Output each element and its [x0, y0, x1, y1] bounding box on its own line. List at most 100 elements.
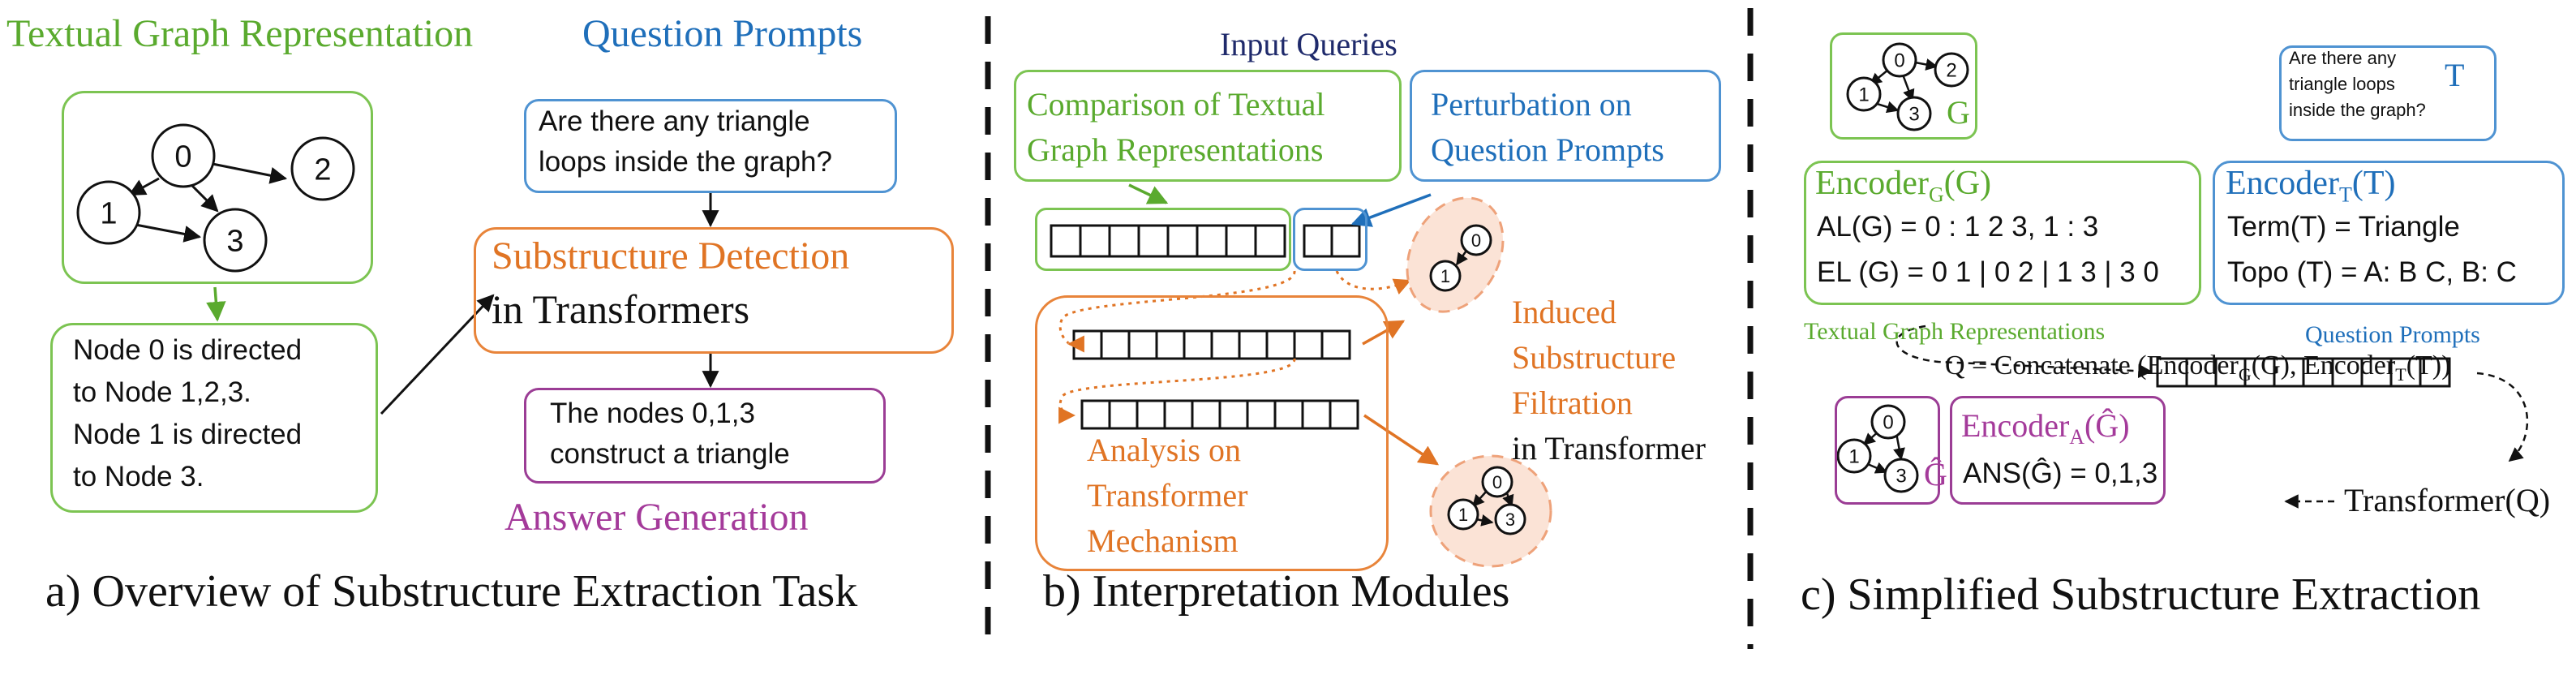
panel-c-graph-hat-nodes: 0 1 3	[1836, 404, 1919, 493]
node-description-line-3: Node 1 is directed	[73, 419, 303, 450]
induced-small-node-label-1: 1	[1440, 266, 1450, 286]
dashed-flow-to-transformer	[2476, 372, 2529, 462]
graph-hat-box	[1835, 396, 1940, 505]
node-description-line-4: to Node 3.	[73, 461, 204, 492]
answer-box	[524, 388, 886, 484]
answer-line-2: construct a triangle	[550, 438, 790, 470]
panel-a-graph-nodes: 0 1 2 3	[76, 123, 355, 273]
panel-c-ghat-node-label-1: 1	[1848, 446, 1859, 468]
analysis-line-2: Transformer	[1087, 477, 1248, 514]
panel-a-graph-node-0	[151, 123, 216, 188]
transformer-q-label: Transformer(Q)	[2344, 482, 2551, 518]
panel-c-bar-token-4	[2243, 357, 2276, 388]
panel-a-graph-node-label-2: 2	[314, 153, 331, 187]
encoder-a-box	[1950, 396, 2166, 505]
encoder-a-word: Encoder	[1961, 407, 2070, 444]
bar1-text-token-6	[1196, 224, 1228, 258]
induced-tri-node-3	[1494, 503, 1526, 535]
panel-a-heading-green: Textual Graph Representation	[6, 12, 474, 55]
concat-sub-g: G	[2238, 363, 2252, 385]
encoder-g-el: EL (G) = 0 1 | 0 2 | 1 3 | 3 0	[1817, 256, 2159, 288]
concat-pre: Q = Concatenate (Encoder	[1945, 350, 2239, 380]
panel-c-bar-token-3	[2214, 357, 2247, 388]
concatenate-formula: Q = Concatenate (EncoderG(G), EncoderT(T…	[1945, 349, 2450, 385]
panel-a-graph-node-label-1: 1	[100, 197, 117, 231]
bar3-token-4	[1163, 399, 1194, 430]
encoder-g-box	[1804, 161, 2201, 305]
bar2-token-6	[1210, 329, 1241, 360]
encoder-t-subscript: T	[2338, 183, 2352, 207]
comparison-line-1: Comparison of Textual	[1027, 86, 1325, 123]
bar3-token-5	[1191, 399, 1221, 430]
concat-mid: (G), Encoder	[2251, 350, 2396, 380]
dotted-flow-2	[1335, 270, 1411, 295]
induced-tri-node-1	[1447, 498, 1479, 531]
tri-graph-blob	[1429, 454, 1552, 568]
encoder-a-title: EncoderA(Ĝ)	[1961, 406, 2130, 451]
panel-a-graph-box	[62, 91, 373, 284]
encoder-g-title: EncoderG(G)	[1815, 162, 1991, 209]
induced-small-node-label-0: 0	[1471, 230, 1481, 251]
panel-c-g-node-0	[1882, 42, 1917, 78]
encoder-g-arg: (G)	[1943, 165, 1992, 202]
dotted-flow-1	[1058, 270, 1296, 353]
panel-c-ghat-node-0	[1870, 404, 1906, 440]
question-t-label: T	[2445, 57, 2465, 93]
bar1-text-token-8	[1254, 224, 1286, 258]
arrow-comparison-to-bar	[1128, 183, 1169, 204]
bar3-token-1	[1080, 399, 1111, 430]
panel-c-bar-token-9	[2389, 357, 2422, 388]
bar1-text-token-1	[1050, 224, 1082, 258]
bar2-token-7	[1238, 329, 1269, 360]
node-description-line-2: to Node 1,2,3.	[73, 376, 251, 408]
encoder-t-topo: Topo (T) = A: B C, B: C	[2227, 256, 2517, 288]
encoder-g-word: Encoder	[1815, 165, 1929, 202]
induced-line-3: Filtration	[1512, 385, 1633, 421]
panel-c-ghat-node-label-0: 0	[1883, 412, 1893, 434]
encoder-t-arg: (T)	[2351, 165, 2396, 202]
induced-line-1: Induced	[1512, 294, 1616, 330]
node-description-line-1: Node 0 is directed	[73, 334, 303, 366]
detection-line-2: in Transformers	[492, 286, 750, 332]
arrow-graph-to-text	[206, 286, 226, 322]
question-line-1: Are there any triangle	[539, 105, 810, 137]
encoder-a-ans: ANS(Ĝ) = 0,1,3	[1963, 458, 2158, 489]
induced-tri-node-0	[1481, 466, 1513, 498]
comparison-line-2: Graph Representations	[1027, 131, 1324, 168]
panel-b-token-bars	[1050, 224, 1361, 430]
bar1-prompt-token-2	[1330, 224, 1361, 258]
caption-a: a) Overview of Substructure Extraction T…	[45, 566, 858, 617]
concat-sub-t: T	[2395, 363, 2406, 385]
encoder-t-box	[2213, 161, 2565, 305]
caption-c: c) Simplified Substructure Extraction	[1801, 570, 2481, 620]
panel-a-graph-node-label-3: 3	[226, 225, 243, 259]
perturbation-line-2: Question Prompts	[1431, 131, 1664, 168]
detection-box	[474, 227, 954, 354]
induced-small-node-0	[1460, 224, 1492, 256]
input-bar-green-frame	[1035, 208, 1291, 271]
panel-a-graph-node-label-0: 0	[174, 140, 191, 174]
dotted-flow-3	[1058, 358, 1296, 424]
panel-c-g-node-label-1: 1	[1858, 84, 1869, 106]
panel-c-ghat-node-3	[1883, 458, 1919, 493]
perturbation-box	[1410, 70, 1721, 182]
bar1-text-token-3	[1108, 224, 1140, 258]
node-description-box	[50, 323, 378, 513]
encoder-a-subscript: A	[2069, 425, 2085, 449]
panel-c-bar-token-2	[2185, 357, 2218, 388]
caption-b: b) Interpretation Modules	[1043, 566, 1510, 617]
induced-line-2: Substructure	[1512, 339, 1677, 376]
encoder-g-subscript: G	[1928, 183, 1944, 207]
induced-tri-node-label-3: 3	[1505, 509, 1515, 530]
panel-c-ghat-node-1	[1836, 438, 1872, 474]
panel-c-g-node-1	[1846, 76, 1882, 112]
question-t-line-1: Are there any	[2289, 48, 2397, 68]
panel-a-graph	[128, 162, 288, 243]
induced-tri-node-label-1: 1	[1458, 505, 1468, 525]
bar3-token-7	[1246, 399, 1277, 430]
panel-c-ghat-node-label-3: 3	[1896, 466, 1906, 488]
encoder-t-title: EncoderT(T)	[2226, 162, 2395, 209]
